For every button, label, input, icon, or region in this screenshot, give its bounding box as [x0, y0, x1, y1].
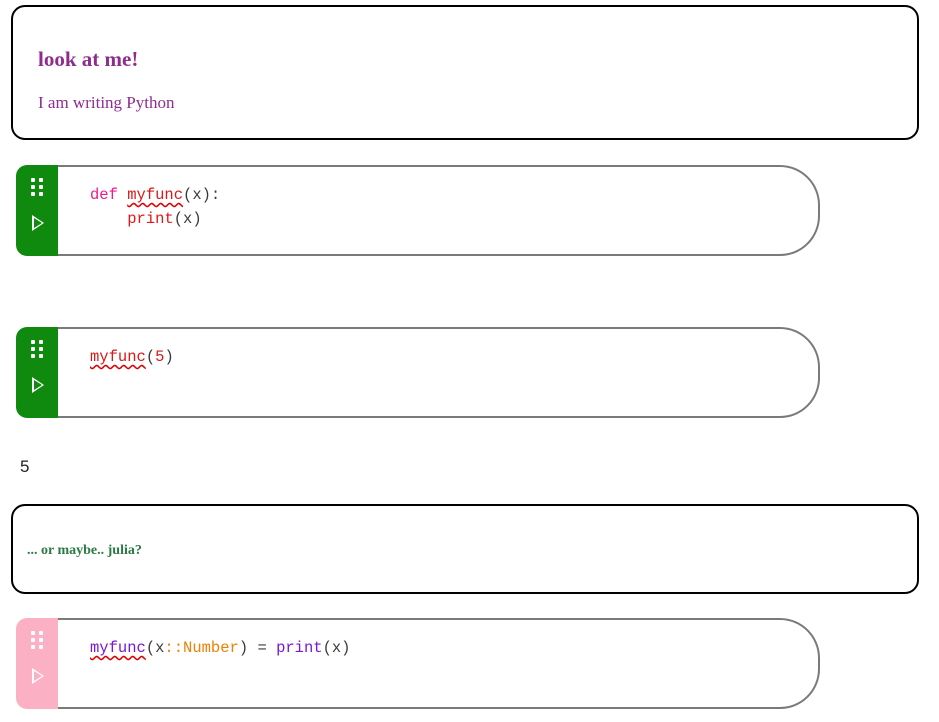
- token-punctuation: (x: [145, 639, 165, 657]
- token-builtin-call: print: [127, 210, 174, 228]
- token-keyword: def: [90, 186, 128, 204]
- drag-dots-icon[interactable]: [30, 340, 44, 359]
- markdown-paragraph: ... or maybe.. julia?: [27, 543, 142, 558]
- code-line: def myfunc(x):: [90, 183, 818, 207]
- token-indent: [90, 210, 127, 228]
- token-punctuation: ): [164, 348, 174, 366]
- token-punctuation: (: [145, 348, 156, 366]
- markdown-paragraph: I am writing Python: [38, 93, 175, 112]
- cell-gutter-python[interactable]: [16, 327, 58, 418]
- play-triangle-icon[interactable]: [28, 667, 46, 685]
- code-editor[interactable]: myfunc(5): [58, 327, 820, 418]
- token-function-name: myfunc: [90, 348, 146, 366]
- code-editor[interactable]: def myfunc(x): print(x): [58, 165, 820, 256]
- code-cell-python-def[interactable]: def myfunc(x): print(x): [16, 165, 820, 256]
- code-line: myfunc(5): [90, 345, 818, 369]
- token-number: 5: [155, 348, 165, 366]
- token-type-annotation: ::Number: [164, 639, 239, 657]
- code-line: myfunc(x::Number) = print(x): [90, 636, 818, 660]
- play-triangle-icon[interactable]: [28, 214, 46, 232]
- token-function-name: myfunc: [127, 186, 184, 204]
- token-punctuation: ) =: [238, 639, 277, 657]
- drag-dots-icon[interactable]: [30, 631, 44, 650]
- code-editor[interactable]: myfunc(x::Number) = print(x): [58, 618, 820, 709]
- cell-output-value: 5: [20, 457, 30, 476]
- code-cell-julia[interactable]: myfunc(x::Number) = print(x): [16, 618, 820, 709]
- token-function-name: myfunc: [90, 639, 146, 657]
- code-line: print(x): [90, 207, 818, 231]
- markdown-cell-julia-intro[interactable]: ... or maybe.. julia?: [11, 504, 919, 594]
- markdown-cell-python-intro[interactable]: look at me! I am writing Python: [11, 5, 919, 140]
- code-cell-python-call[interactable]: myfunc(5): [16, 327, 820, 418]
- token-builtin-call: print: [276, 639, 323, 657]
- token-punctuation: (x): [173, 210, 202, 228]
- cell-gutter-python[interactable]: [16, 165, 58, 256]
- play-triangle-icon[interactable]: [28, 376, 46, 394]
- drag-dots-icon[interactable]: [30, 178, 44, 197]
- token-punctuation: (x): [322, 639, 351, 657]
- markdown-heading: look at me!: [38, 47, 139, 71]
- token-punctuation: (x):: [183, 186, 221, 204]
- cell-gutter-julia[interactable]: [16, 618, 58, 709]
